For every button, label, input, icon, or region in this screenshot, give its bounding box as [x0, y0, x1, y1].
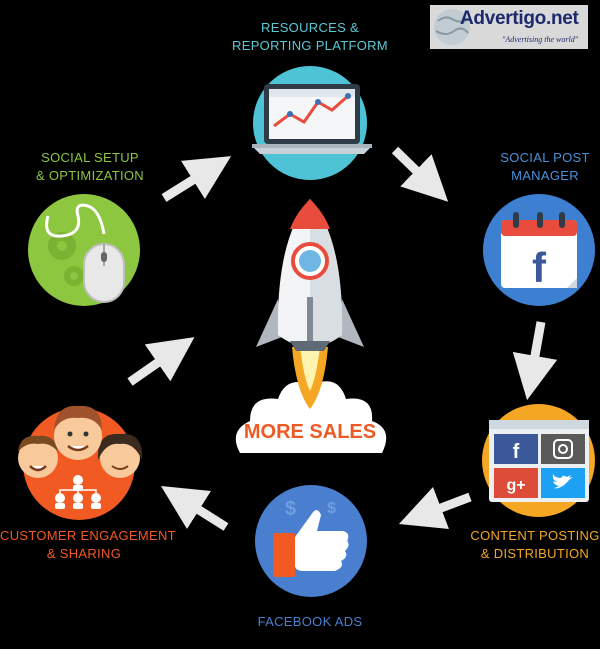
globe-icon	[434, 9, 470, 45]
svg-text:$: $	[285, 498, 296, 520]
label-social-setup-line2: & OPTIMIZATION	[36, 168, 144, 183]
svg-text:g+: g+	[506, 477, 525, 494]
arrow-customer-to-setup	[127, 337, 195, 386]
laptop-chart-icon	[252, 84, 372, 154]
label-content-line1: CONTENT POSTING	[470, 528, 600, 543]
svg-text:$: $	[327, 500, 336, 517]
thumbs-up-icon: $ $ $	[273, 498, 349, 577]
label-social-post-line2: MANAGER	[511, 168, 579, 183]
arrow-resources-to-post	[391, 146, 449, 202]
watermark-title: Advertigo.net	[460, 8, 579, 29]
label-social-post: SOCIAL POST MANAGER	[495, 149, 595, 185]
label-resources: RESOURCES & REPORTING PLATFORM	[230, 19, 390, 55]
label-facebook-ads: FACEBOOK ADS	[250, 613, 370, 631]
svg-text:f: f	[513, 441, 520, 463]
watermark: Advertigo.net "Advertising the world"	[430, 5, 588, 49]
arrow-setup-to-resources	[161, 156, 232, 202]
social-grid-icon: f g+	[489, 420, 589, 502]
label-customer: CUSTOMER ENGAGEMENT & SHARING	[0, 527, 176, 563]
arrow-ads-to-customer	[160, 486, 229, 531]
label-social-setup: SOCIAL SETUP & OPTIMIZATION	[20, 149, 160, 185]
label-resources-line1: RESOURCES &	[261, 20, 359, 35]
mouse-gear-icon	[45, 203, 125, 303]
label-social-setup-line1: SOCIAL SETUP	[41, 150, 139, 165]
label-customer-line1: CUSTOMER ENGAGEMENT	[0, 528, 176, 543]
svg-text:f: f	[532, 244, 547, 291]
label-resources-line2: REPORTING PLATFORM	[232, 38, 388, 53]
label-customer-line2: & SHARING	[46, 546, 122, 561]
label-content: CONTENT POSTING & DISTRIBUTION	[470, 527, 600, 563]
arrow-content-to-ads	[398, 486, 472, 530]
label-social-post-line1: SOCIAL POST	[500, 150, 590, 165]
more-sales-title: MORE SALES	[243, 421, 377, 443]
label-facebook-ads-line1: FACEBOOK ADS	[257, 614, 363, 629]
facebook-calendar-icon: f	[501, 212, 577, 291]
arrow-post-to-content	[512, 321, 558, 401]
people-icon	[18, 405, 143, 509]
label-content-line2: & DISTRIBUTION	[480, 546, 590, 561]
rocket-icon	[235, 199, 387, 453]
watermark-tagline: "Advertising the world"	[502, 35, 579, 44]
